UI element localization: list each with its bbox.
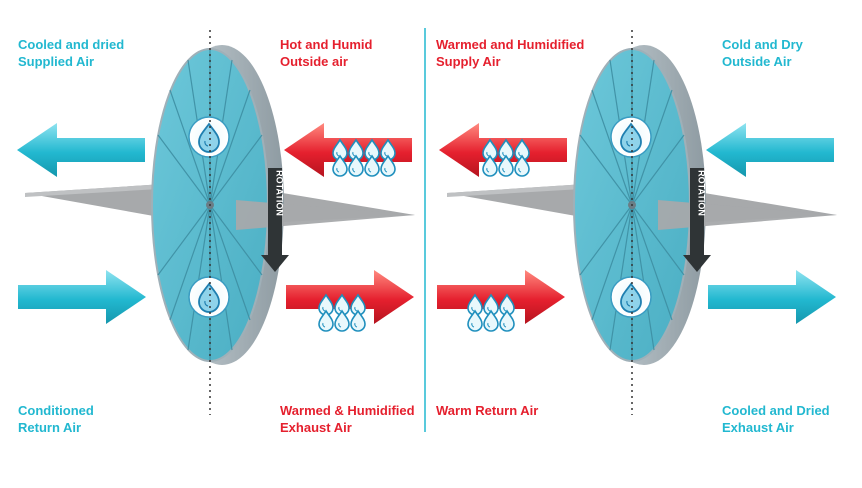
arrow-supply-out (17, 123, 145, 177)
arrow-return-in (437, 270, 565, 324)
water-drops-icon (468, 295, 514, 331)
drop-badge-icon (610, 276, 652, 318)
label-outside-air: Cold and Dry Outside Air (722, 37, 803, 69)
rotation-label: ROTATION (697, 170, 707, 216)
drop-badge-icon (610, 116, 652, 158)
arrow-exhaust-out (708, 270, 836, 324)
arrow-return-in (18, 270, 146, 324)
label-return-air: Conditioned Return Air (18, 403, 94, 435)
label-exhaust-air: Cooled and Dried Exhaust Air (722, 403, 830, 435)
rotation-arrow-icon (683, 168, 711, 272)
rotation-label: ROTATION (275, 170, 285, 216)
label-return-air: Warm Return Air (436, 403, 539, 418)
label-outside-air: Hot and Humid Outside air (280, 37, 373, 69)
label-supply-air: Warmed and Humidified Supply Air (436, 37, 585, 69)
rotation-arrow-icon (261, 168, 289, 272)
panel-summer (17, 30, 415, 415)
drop-badge-icon (188, 276, 230, 318)
water-drops-icon (483, 140, 529, 176)
label-exhaust-air: Warmed & Humidified Exhaust Air (280, 403, 415, 435)
drop-badge-icon (188, 116, 230, 158)
arrow-outside-in (706, 123, 834, 177)
water-drops-icon (319, 295, 365, 331)
panel-winter (437, 30, 837, 415)
arrow-exhaust-out (286, 270, 414, 324)
label-supply-air: Cooled and dried Supplied Air (18, 37, 125, 69)
